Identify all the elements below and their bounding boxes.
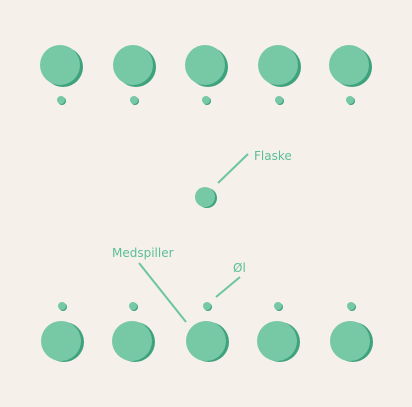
player-circle	[186, 321, 229, 362]
player-leader-line	[138, 262, 187, 323]
beer-leader-line	[215, 276, 241, 298]
player-circle	[329, 45, 372, 87]
player-circle	[257, 321, 300, 362]
bottom-beers	[58, 302, 356, 311]
beer-dot	[346, 96, 355, 105]
beer-dot	[129, 302, 138, 311]
player-circle	[113, 45, 156, 87]
beer-dot	[57, 96, 66, 105]
top-team	[40, 45, 372, 87]
top-beers	[57, 96, 355, 105]
player-circle	[40, 45, 83, 87]
bottom-team	[41, 321, 373, 362]
player-label: Medspiller	[112, 246, 174, 260]
beer-dot	[203, 302, 212, 311]
beer-dot	[202, 96, 211, 105]
player-circle	[330, 321, 373, 362]
bottle-leader-line	[217, 153, 249, 184]
beer-dot	[274, 302, 283, 311]
beer-dot	[130, 96, 139, 105]
player-circle	[185, 45, 228, 87]
beer-dot	[58, 302, 67, 311]
player-circle	[41, 321, 84, 362]
bottle-label: Flaske	[254, 149, 292, 163]
beer-label: Øl	[233, 261, 246, 275]
bottle-dot	[195, 187, 217, 208]
beer-dot	[347, 302, 356, 311]
beer-dot	[275, 96, 284, 105]
player-circle	[258, 45, 301, 87]
player-circle	[112, 321, 155, 362]
